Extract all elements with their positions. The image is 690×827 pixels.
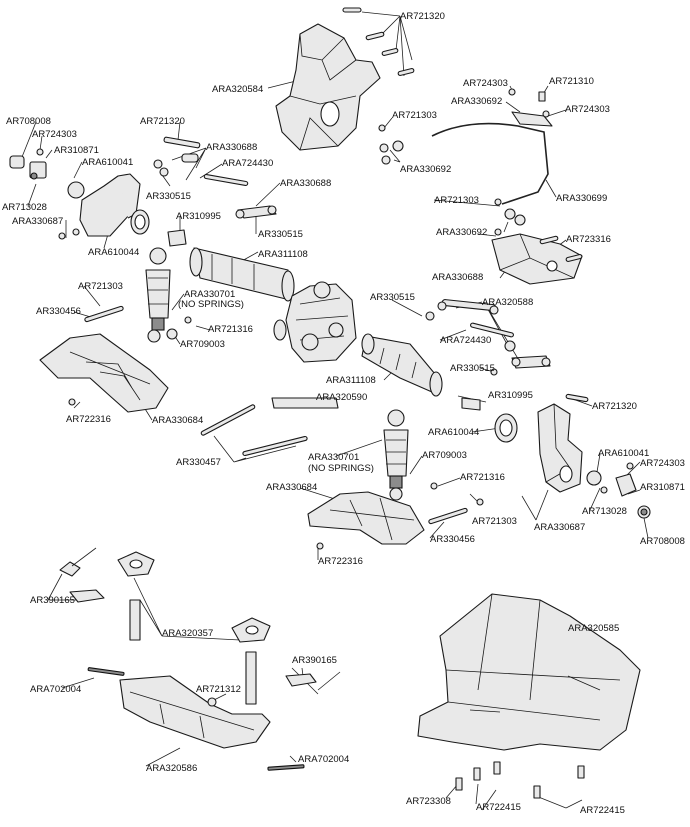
label-part-number: AR723316 [566,234,611,245]
lower-arm-right [307,491,425,550]
label-part-number: ARA320584 [212,84,263,95]
label-part-number: AR721320 [140,116,185,127]
skid-plate [417,593,641,751]
label-part-number: AR721303 [434,195,479,206]
label-part-number: ARA724430 [222,158,273,169]
label-part-number: AR721312 [196,684,241,695]
driveshaft-right [361,333,589,443]
label-part-number: AR713028 [582,506,627,517]
label-part-number: AR330515 [450,363,495,374]
label-part-number: ARA330687 [534,522,585,533]
label-part-number: AR721316 [460,472,505,483]
label-part-number: AR330457 [176,457,221,468]
label-part-number: AR721316 [208,324,253,335]
arm-mount-right [491,233,583,285]
label-part-number: AR721303 [78,281,123,292]
label-part-number: ARA311108 [326,375,376,386]
label-part-number: ARA330688 [432,272,483,283]
part-number-labels: AR721320 ARA320584 AR724303 AR721310 ARA… [2,11,685,816]
label-part-number: ARA330687 [12,216,63,227]
label-part-number: AR723308 [406,796,451,807]
shock-left [84,247,192,343]
label-part-number: ARA320590 [316,392,367,403]
label-part-number: AR721303 [392,110,437,121]
label-part-number: AR724303 [32,129,77,140]
label-part-number: ARA330701 [184,289,235,300]
label-part-number: ARA330684 [152,415,203,426]
label-part-number: AR722415 [476,802,521,813]
label-part-number: ARA330684 [266,482,317,493]
label-part-number: AR310871 [640,482,685,493]
label-part-number: AR330456 [430,534,475,545]
driveshaft-left [167,229,295,302]
label-part-number: AR722415 [580,805,625,816]
label-part-number: (NO SPRINGS) [178,299,244,310]
label-part-number: AR330515 [258,229,303,240]
hub-carrier-left [9,148,150,240]
body-posts [59,547,341,705]
rods-center [200,397,339,457]
label-part-number: AR708008 [640,536,685,547]
label-part-number: AR709003 [422,450,467,461]
label-part-number: AR722316 [66,414,111,425]
label-part-number: AR721320 [400,11,445,22]
leader-lines [19,11,649,811]
label-part-number: ARA724430 [440,335,491,346]
label-part-number: ARA610041 [598,448,649,459]
turnbuckles-right [425,299,551,376]
hub-carrier-right [537,403,651,519]
bumper-beam [87,667,305,771]
label-part-number: ARA320585 [568,623,619,634]
label-part-number: ARA330701 [308,452,359,463]
differential [273,281,357,363]
label-part-number: AR724303 [463,78,508,89]
bulkhead-top [275,23,381,151]
label-part-number: AR721310 [549,76,594,87]
label-part-number: AR724303 [640,458,685,469]
label-part-number: ARA330692 [436,227,487,238]
label-part-number: ARA311108 [258,249,308,260]
label-part-number: AR310871 [54,145,99,156]
label-part-number: ARA610041 [82,157,133,168]
label-part-number: ARA320586 [146,763,197,774]
label-part-number: ARA330688 [206,142,257,153]
label-part-number: AR713028 [2,202,47,213]
label-part-number: ARA610044 [428,427,479,438]
skid-screws [455,761,585,799]
label-part-number: ARA320588 [482,297,533,308]
label-part-number: AR310995 [488,390,533,401]
label-part-number: ARA330692 [451,96,502,107]
label-part-number: ARA330699 [556,193,607,204]
pins-top [342,7,415,77]
label-part-number: AR310995 [176,211,221,222]
sway-bar [378,88,553,236]
label-part-number: AR724303 [565,104,610,115]
label-part-number: AR722316 [318,556,363,567]
turnbuckles-left [153,136,277,219]
label-part-number: ARA320357 [162,628,213,639]
label-part-number: AR330515 [370,292,415,303]
label-part-number: AR708008 [6,116,51,127]
label-part-number: AR390165 [292,655,337,666]
label-part-number: AR330515 [146,191,191,202]
lower-arm-left [39,333,169,413]
label-part-number: ARA330688 [280,178,331,189]
label-part-number: ARA610044 [88,247,139,258]
label-part-number: (NO SPRINGS) [308,463,374,474]
label-part-number: ARA702004 [298,754,349,765]
label-part-number: ARA330692 [400,164,451,175]
label-part-number: ARA702004 [30,684,81,695]
shock-right [383,409,484,525]
label-part-number: AR330456 [36,306,81,317]
label-part-number: AR390165 [30,595,75,606]
label-part-number: AR721320 [592,401,637,412]
label-part-number: AR709003 [180,339,225,350]
label-part-number: AR721303 [472,516,517,527]
